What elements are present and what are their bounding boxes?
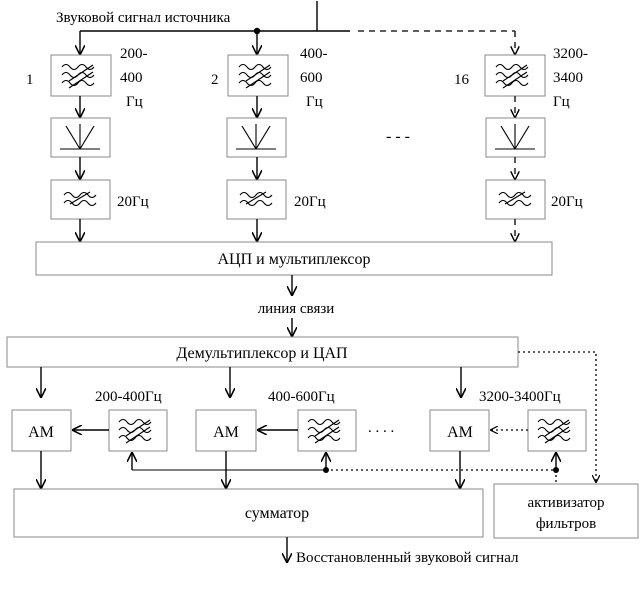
am-block-2: [195, 409, 257, 452]
bandpass-filter-2: [227, 54, 289, 97]
rx-bandpass-filter-16: [527, 409, 587, 452]
channel-16-number: 16: [454, 72, 470, 88]
rx-bandpass-filter-1: [108, 409, 168, 452]
lowpass-filter-2: [226, 179, 287, 220]
source-signal-label: Звуковой сигнал источника: [56, 10, 231, 26]
filter-2-range-line1: 400-: [300, 46, 328, 62]
activator-label-line1: активизатор: [528, 495, 605, 511]
summator-label: сумматор: [245, 505, 309, 522]
filter-16-range-line1: 3200-: [553, 46, 588, 62]
summator-block: [13, 488, 484, 538]
am-16-label: АМ: [447, 424, 473, 441]
filter-16-range-line2: 3400: [553, 70, 583, 86]
demux-dac-block: [6, 336, 519, 368]
am-1-label: АМ: [28, 424, 54, 441]
am-block-16: [429, 409, 490, 452]
filter-1-range-line1: 200-: [120, 46, 148, 62]
activator-label-line2: фильтров: [536, 516, 596, 532]
output-signal-label: Восстановленный звуковой сигнал: [296, 550, 519, 566]
lowpass-filter-16: [485, 179, 546, 220]
channels-ellipsis: - - -: [386, 128, 410, 145]
am-2-label: АМ: [213, 424, 239, 441]
rx-filter-16-label: 3200-3400Гц: [479, 389, 561, 405]
rx-filter-2-label: 400-600Гц: [268, 389, 335, 405]
filter-2-range-line2: 600: [300, 70, 323, 86]
filter-1-range-line2: 400: [120, 70, 143, 86]
filter-2-range-line3: Гц: [306, 94, 323, 110]
channel-1-number: 1: [26, 72, 34, 88]
comm-line-label: линия связи: [258, 301, 335, 317]
adc-multiplexer-block: [35, 241, 553, 276]
filter-activator-block: [493, 483, 639, 539]
channel-2-number: 2: [211, 72, 219, 88]
lowpass-filter-1: [50, 179, 111, 220]
bandpass-filter-1: [50, 54, 112, 97]
receiver-ellipsis: . . . .: [368, 420, 394, 436]
bandpass-filter-16: [484, 54, 546, 97]
junction-dot: [553, 467, 559, 473]
demux-dac-label: Демультиплексор и ЦАП: [176, 345, 348, 362]
lpf-2-label: 20Гц: [294, 194, 326, 210]
filter-1-range-line3: Гц: [126, 94, 143, 110]
lpf-16-label: 20Гц: [551, 194, 583, 210]
rx-bandpass-filter-2: [297, 409, 357, 452]
activator-control-line: [518, 351, 596, 482]
filter-16-range-line3: Гц: [553, 94, 570, 110]
lpf-1-label: 20Гц: [117, 194, 149, 210]
junction-dot: [323, 467, 329, 473]
adc-multiplexer-label: АЦП и мультиплексор: [218, 251, 371, 268]
rx-filter-1-label: 200-400Гц: [95, 389, 162, 405]
